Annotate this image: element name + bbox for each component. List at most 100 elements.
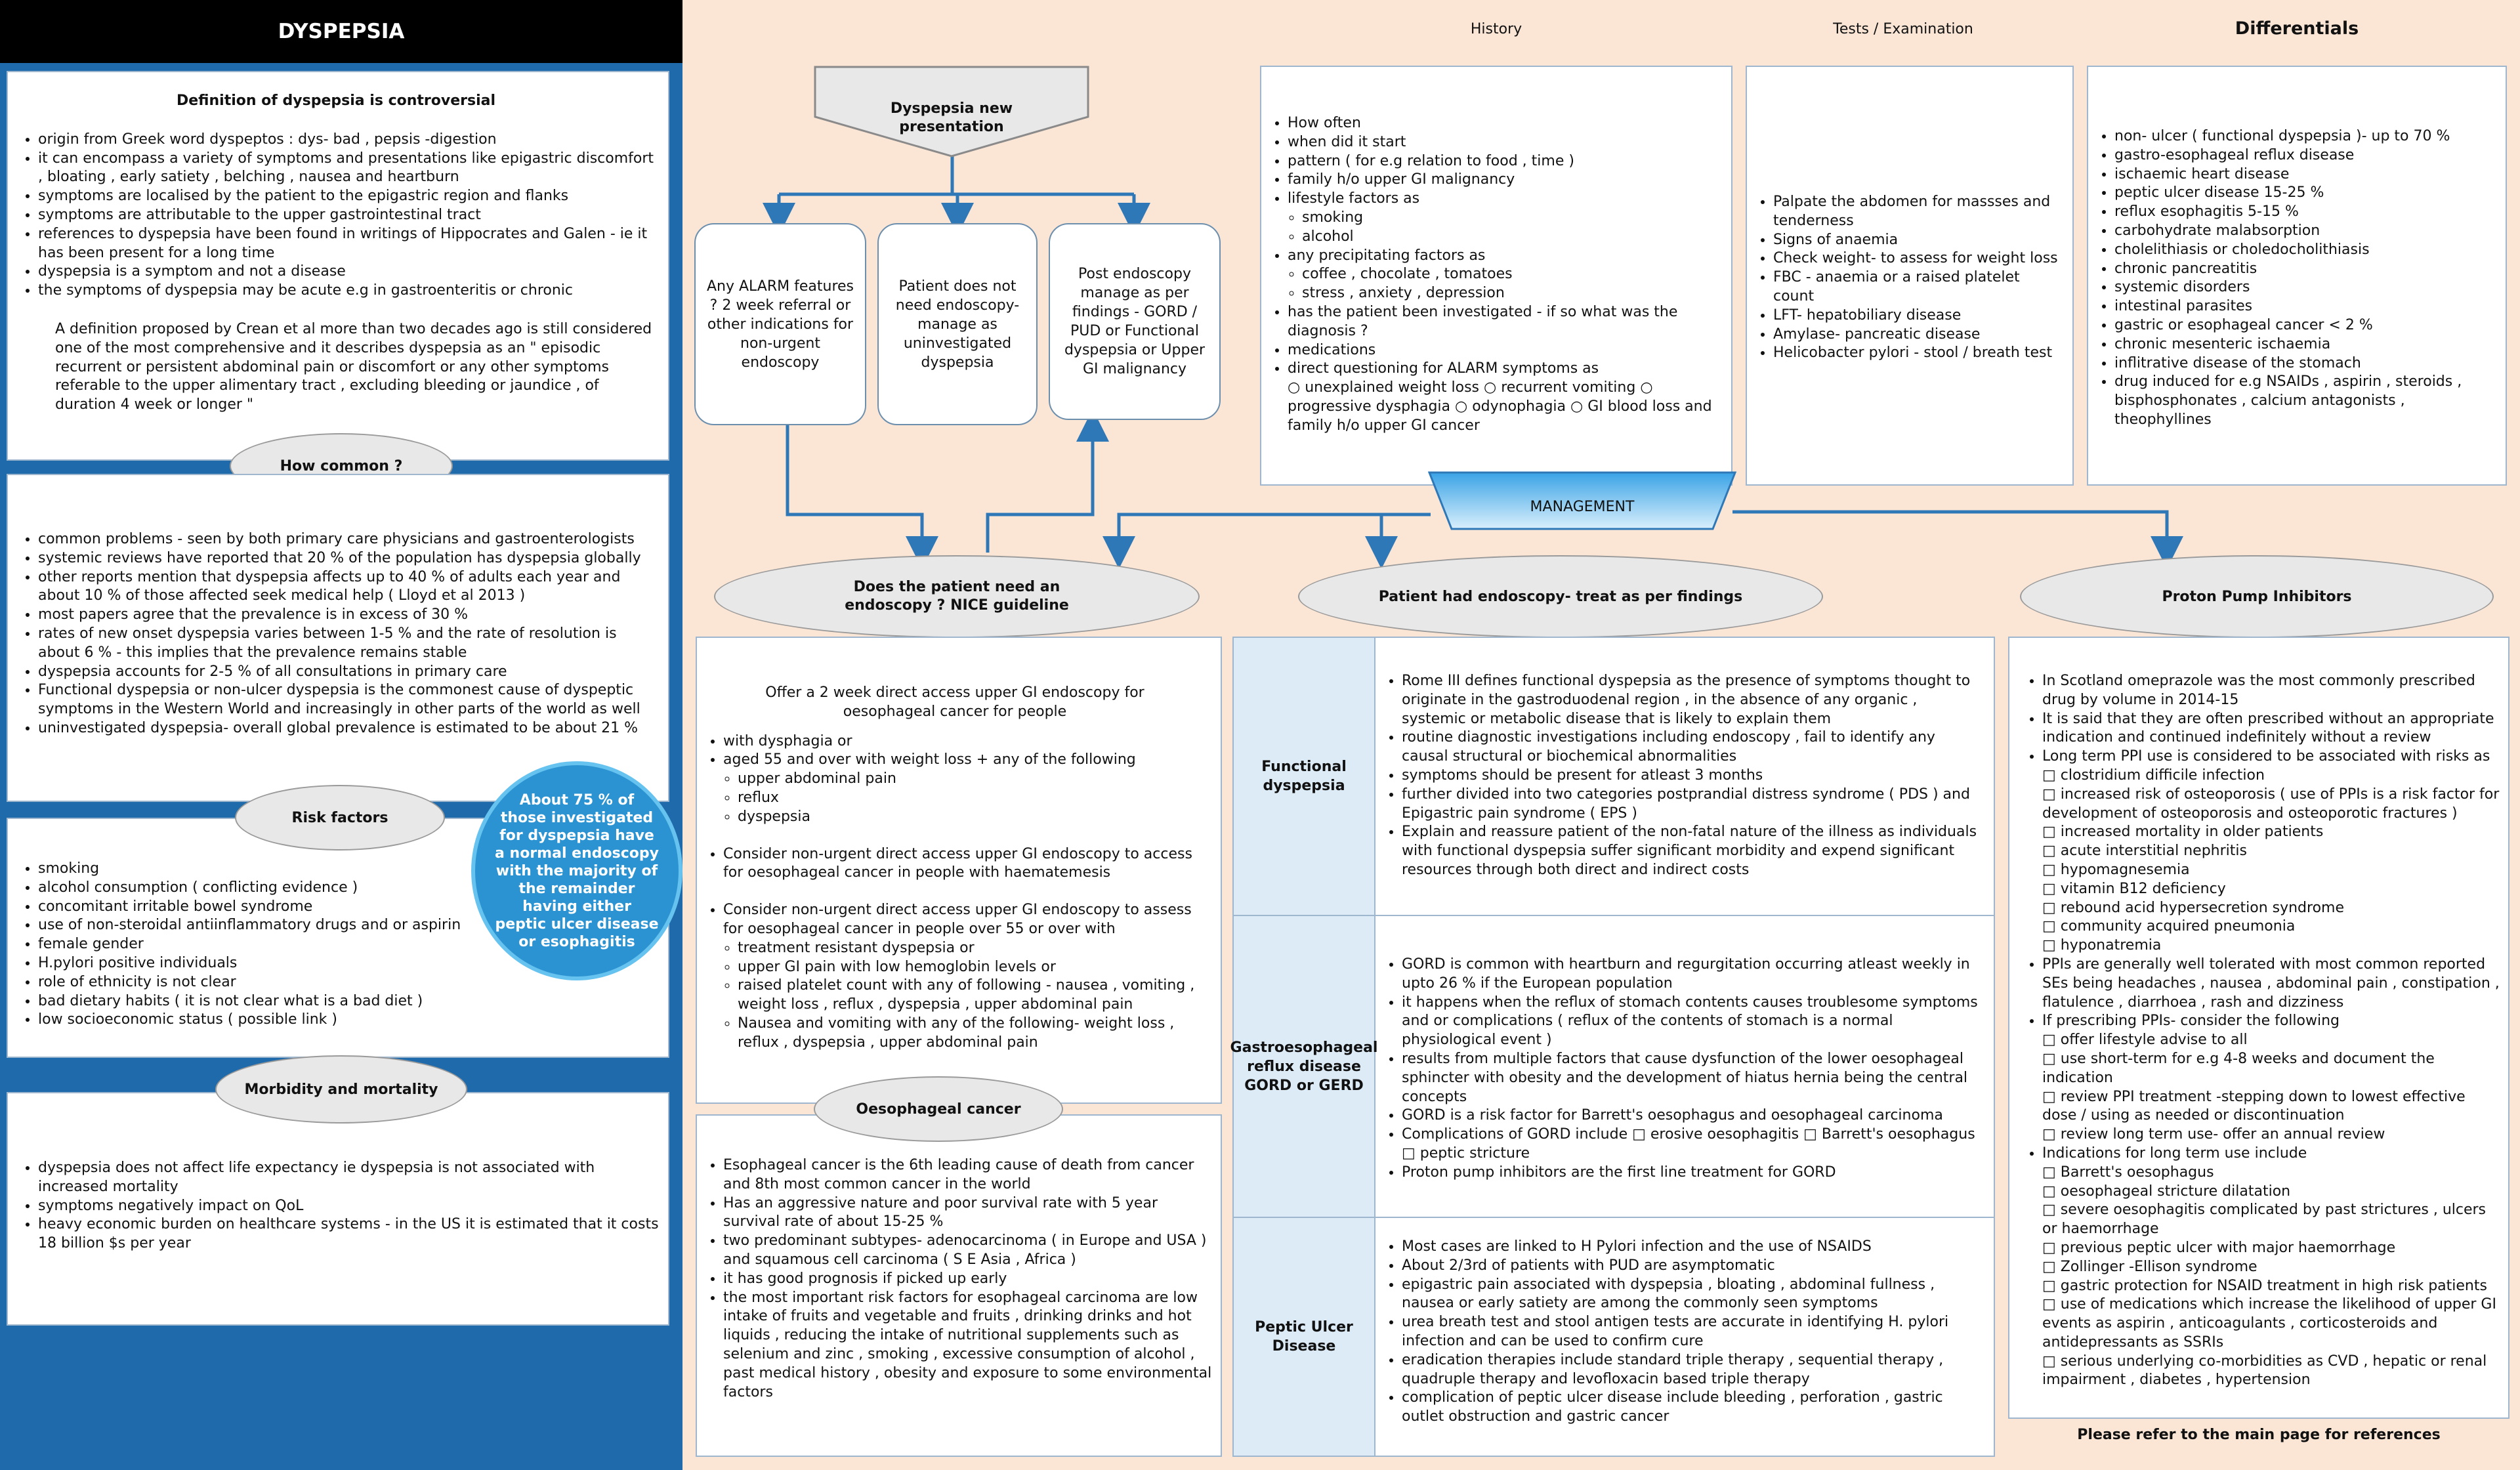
history-item: lifestyle factors as smokingalcohol xyxy=(1288,190,1723,246)
risk-factors-heading: Risk factors xyxy=(235,785,445,850)
flow-uninvestigated-box: Patient does not need endoscopy- manage … xyxy=(877,223,1038,425)
morbidity-list: dyspepsia does not affect life expectanc… xyxy=(12,1159,660,1253)
ppi-item: It is said that they are often prescribe… xyxy=(2042,710,2500,748)
functional-dyspepsia-item: Explain and reassure patient of the non-… xyxy=(1402,823,1984,879)
differentials-list: non- ulcer ( functional dyspepsia )- up … xyxy=(2088,127,2498,430)
pud-list: Most cases are linked to H Pylori infect… xyxy=(1376,1238,1984,1427)
definition-item: references to dyspepsia have been found … xyxy=(38,225,660,263)
ppi-indication-item: oesophageal stricture dilatation xyxy=(2042,1183,2500,1202)
differential-item: ischaemic heart disease xyxy=(2114,165,2498,184)
risk-factor-item: concomitant irritable bowel syndrome xyxy=(38,898,660,917)
ppi-risk-item: hypomagnesemia xyxy=(2042,861,2500,880)
flow-start-shape xyxy=(814,66,1089,158)
oesophageal-panel: Esophageal cancer is the 6th leading cau… xyxy=(696,1114,1222,1457)
definition-heading: Definition of dyspepsia is controversial xyxy=(177,93,495,109)
definition-item: symptoms are localised by the patient to… xyxy=(38,187,660,206)
ppi-item: If prescribing PPIs- consider the follow… xyxy=(2042,1012,2500,1144)
functional-dyspepsia-label: Functional dyspepsia xyxy=(1234,638,1376,916)
risk-factor-item: low socioeconomic status ( possible link… xyxy=(38,1011,660,1030)
ppi-heading: Proton Pump Inhibitors xyxy=(2020,555,2494,638)
risk-factor-item: alcohol consumption ( conflicting eviden… xyxy=(38,879,660,898)
pud-label: Peptic Ulcer Disease xyxy=(1234,1218,1376,1456)
differentials-heading: Differentials xyxy=(2235,18,2359,39)
ppi-prescribing-list: offer lifestyle advise to alluse short-t… xyxy=(2028,1031,2500,1144)
ppi-risk-item: clostridium difficile infection xyxy=(2042,766,2500,786)
test-item: FBC - anaemia or a raised platelet count xyxy=(1773,268,2065,306)
gord-list: GORD is common with heartburn and regurg… xyxy=(1376,956,1984,1183)
endoscopy-panel: Offer a 2 week direct access upper GI en… xyxy=(696,637,1222,1104)
history-alarm-label: direct questioning for ALARM symptoms as xyxy=(1288,360,1599,377)
functional-dyspepsia-item: Rome III defines functional dyspepsia as… xyxy=(1402,672,1984,728)
how-common-list: common problems - seen by both primary c… xyxy=(12,530,660,738)
history-item: pattern ( for e.g relation to food , tim… xyxy=(1288,152,1723,171)
pud-content: Most cases are linked to H Pylori infect… xyxy=(1376,1218,1994,1456)
endoscopy-subitem: raised platelet count with any of follow… xyxy=(738,976,1213,1015)
endoscopy-subitem: treatment resistant dyspepsia or xyxy=(738,939,1213,958)
functional-dyspepsia-item: further divided into two categories post… xyxy=(1402,786,1984,824)
history-item: when did it start xyxy=(1288,133,1723,152)
differentials-panel: non- ulcer ( functional dyspepsia )- up … xyxy=(2087,66,2507,486)
risk-factor-item: role of ethnicity is not clear xyxy=(38,973,660,992)
test-item: LFT- hepatobiliary disease xyxy=(1773,306,2065,326)
oesophageal-heading: Oesophageal cancer xyxy=(814,1076,1063,1142)
definition-list: origin from Greek word dyspeptos : dys- … xyxy=(12,131,660,301)
morbidity-panel: dyspepsia does not affect life expectanc… xyxy=(7,1092,669,1326)
endoscopy-statistic-circle: About 75 % of those investigated for dys… xyxy=(471,761,682,980)
morbidity-item: symptoms negatively impact on QoL xyxy=(38,1197,660,1216)
pud-item: complication of peptic ulcer disease inc… xyxy=(1402,1389,1984,1427)
test-item: Check weight- to assess for weight loss xyxy=(1773,249,2065,268)
ppi-indication-item: gastric protection for NSAID treatment i… xyxy=(2042,1277,2500,1296)
differential-item: chronic pancreatitis xyxy=(2114,260,2498,279)
management-label: MANAGEMENT xyxy=(1530,499,1635,515)
gord-item: GORD is a risk factor for Barrett's oeso… xyxy=(1402,1106,1984,1125)
differential-item: drug induced for e.g NSAIDs , aspirin , … xyxy=(2114,373,2498,429)
oesophageal-item: it has good prognosis if picked up early xyxy=(723,1270,1213,1289)
flow-arrow-endoscopy-to-post xyxy=(986,409,1109,553)
ppi-risk-item: community acquired pneumonia xyxy=(2042,917,2500,936)
tests-heading: Tests / Examination xyxy=(1833,21,1973,37)
gord-item: Complications of GORD include □ erosive … xyxy=(1402,1125,1984,1164)
morbidity-heading: Morbidity and mortality xyxy=(215,1055,467,1124)
how-common-panel: common problems - seen by both primary c… xyxy=(7,474,669,802)
ppi-item-label: Indications for long term use include xyxy=(2042,1144,2307,1162)
endoscopy-subitem: reflux xyxy=(738,789,1213,808)
flow-arrow-management-left xyxy=(1102,513,1431,569)
gord-item: it happens when the reflux of stomach co… xyxy=(1402,994,1984,1050)
gord-item: Proton pump inhibitors are the first lin… xyxy=(1402,1164,1984,1183)
history-subitem: stress , anxiety , depression xyxy=(1302,284,1723,303)
oesophageal-list: Esophageal cancer is the 6th leading cau… xyxy=(697,1156,1213,1402)
ppi-item: PPIs are generally well tolerated with m… xyxy=(2042,956,2500,1012)
endoscopy-item: Consider non-urgent direct access upper … xyxy=(723,845,1213,883)
flow-start-label: Dyspepsia new presentation xyxy=(890,100,1013,135)
history-panel: How often when did it start pattern ( fo… xyxy=(1260,66,1732,486)
ppi-indication-item: Zollinger -Ellison syndrome xyxy=(2042,1258,2500,1277)
morbidity-item: heavy economic burden on healthcare syst… xyxy=(38,1215,660,1253)
risk-factor-item: bad dietary habits ( it is not clear wha… xyxy=(38,992,660,1011)
endoscopy-item: with dysphagia or xyxy=(723,732,1213,751)
ppi-risk-item: increased mortality in older patients xyxy=(2042,823,2500,842)
risk-factor-item: female gender xyxy=(38,935,660,954)
history-item: How often xyxy=(1288,114,1723,133)
pud-item: urea breath test and stool antigen tests… xyxy=(1402,1313,1984,1351)
endoscopy-item: Consider non-urgent direct access upper … xyxy=(723,901,1213,1052)
ppi-prescribing-item: review PPI treatment -stepping down to l… xyxy=(2042,1088,2500,1126)
tests-panel: Palpate the abdomen for massses and tend… xyxy=(1746,66,2074,486)
morbidity-item: dyspepsia does not affect life expectanc… xyxy=(38,1159,660,1197)
definition-item: it can encompass a variety of symptoms a… xyxy=(38,150,660,188)
ppi-item: In Scotland omeprazole was the most comm… xyxy=(2042,672,2500,710)
how-common-item: systemic reviews have reported that 20 %… xyxy=(38,549,660,568)
history-item: family h/o upper GI malignancy xyxy=(1288,171,1723,190)
ppi-indication-item: Barrett's oesophagus xyxy=(2042,1164,2500,1183)
how-common-item: Functional dyspepsia or non-ulcer dyspep… xyxy=(38,681,660,719)
tests-list: Palpate the abdomen for massses and tend… xyxy=(1747,193,2065,363)
test-item: Helicobacter pylori - stool / breath tes… xyxy=(1773,344,2065,363)
pud-item: About 2/3rd of patients with PUD are asy… xyxy=(1402,1257,1984,1276)
flow-arrow-management-right xyxy=(1732,510,2183,569)
gord-item: results from multiple factors that cause… xyxy=(1402,1050,1984,1106)
risk-factors-list: smokingalcohol consumption ( conflicting… xyxy=(12,860,660,1030)
ppi-risks-list: clostridium difficile infection increased… xyxy=(2028,766,2500,956)
history-list: How often when did it start pattern ( fo… xyxy=(1261,114,1723,436)
risk-factor-item: use of non-steroidal antiinflammatory dr… xyxy=(38,916,660,935)
ppi-risk-item: rebound acid hypersecretion syndrome xyxy=(2042,899,2500,918)
differential-item: reflux esophagitis 5-15 % xyxy=(2114,203,2498,222)
